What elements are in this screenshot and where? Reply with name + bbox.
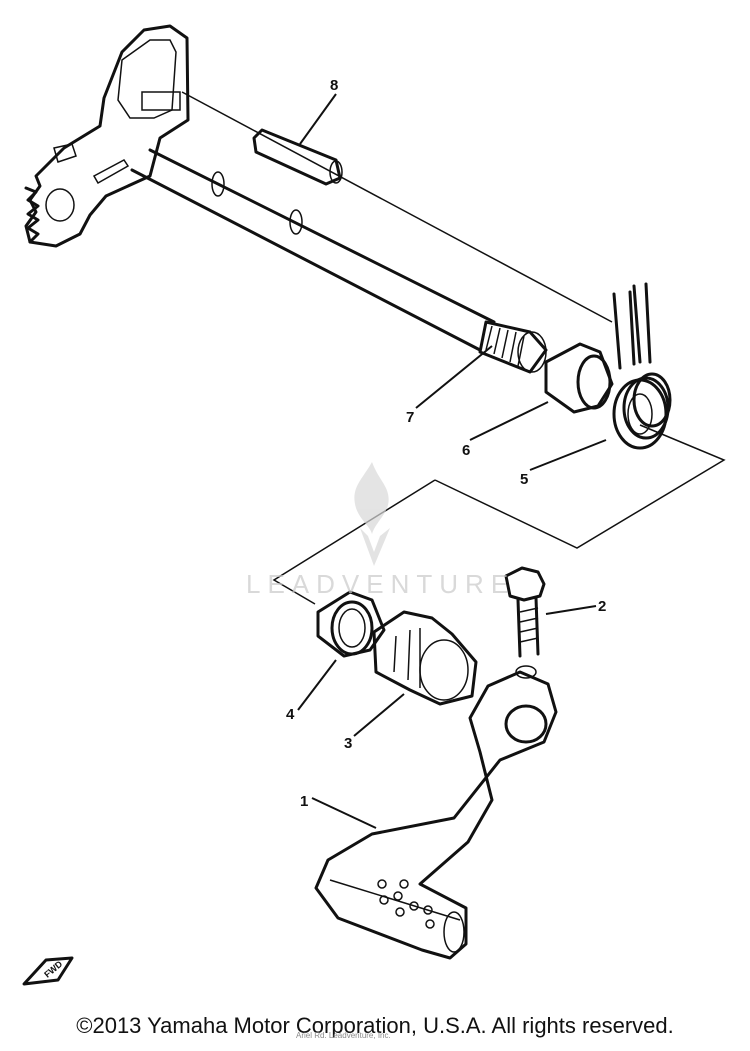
part-4-seal: [316, 590, 386, 658]
part-1-kick-crank: [314, 665, 558, 960]
callout-6: 6: [462, 442, 470, 459]
callout-4: 4: [286, 706, 295, 723]
callout-labels: 1 2 3 4 5 6 7 8: [286, 77, 606, 810]
fwd-badge: FWD: [22, 956, 74, 986]
callout-2: 2: [598, 598, 606, 615]
copyright-notice: ©2013 Yamaha Motor Corporation, U.S.A. A…: [76, 1013, 674, 1038]
part-3-boss: [372, 610, 478, 706]
kick-shaft-assembly: [24, 24, 548, 374]
part-6-collar: [544, 342, 614, 414]
watermark: LEADVENTURE: [246, 462, 515, 599]
callout-3: 3: [344, 735, 352, 752]
callout-1: 1: [300, 793, 308, 810]
part-8-pin: [252, 128, 343, 186]
assembly-guide-lines: [181, 91, 726, 605]
faint-credit: Ariel Rd. Leadventure, Inc.: [296, 1031, 391, 1040]
callout-7: 7: [406, 409, 414, 426]
part-5-torsion-spring: [612, 282, 672, 450]
callout-5: 5: [520, 471, 528, 488]
forward-arrow-icon: [22, 956, 74, 986]
callout-leaders: [297, 93, 607, 829]
callout-8: 8: [330, 77, 338, 94]
part-2-bolt: [504, 566, 546, 658]
watermark-text: LEADVENTURE: [246, 569, 515, 599]
flame-logo-icon: [354, 462, 390, 566]
